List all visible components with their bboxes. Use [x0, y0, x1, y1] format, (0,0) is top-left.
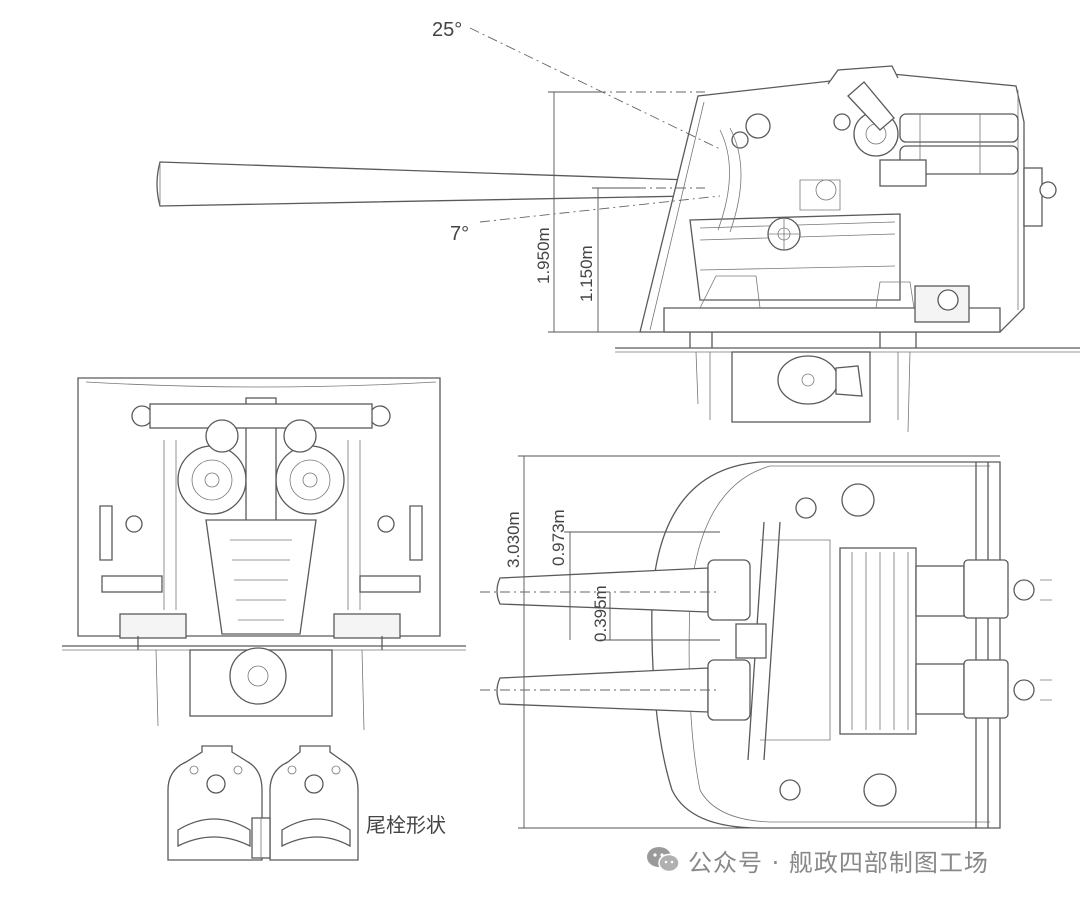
breech-shape-caption: 尾栓形状	[366, 814, 446, 837]
elevation-angle-min-label: 7°	[450, 223, 469, 245]
breech-shape-view	[167, 745, 359, 861]
watermark: 公众号 · 舰政四部制图工场	[646, 840, 1066, 880]
plan-view	[480, 455, 1052, 829]
side-elevation-view	[156, 27, 1080, 433]
elevation-angle-max-label: 25°	[432, 19, 462, 41]
barrel-spacing-label: 0.395m	[591, 585, 610, 642]
height-axis-label: 1.150m	[577, 245, 596, 302]
front-right-barrel-mount	[275, 445, 345, 515]
watermark-text: 公众号 · 舰政四部制图工场	[688, 848, 989, 877]
side-gun-barrel	[156, 161, 691, 207]
wechat-icon	[647, 847, 680, 873]
plan-width-total-label: 3.030m	[504, 511, 523, 568]
plan-gun-house	[651, 461, 1001, 829]
front-left-barrel-mount	[177, 445, 247, 515]
front-elevation-view	[62, 377, 466, 731]
plan-upper-barrel	[496, 567, 709, 613]
plan-axis-offset-label: 0.973m	[549, 509, 568, 566]
height-total-label: 1.950m	[534, 227, 553, 284]
